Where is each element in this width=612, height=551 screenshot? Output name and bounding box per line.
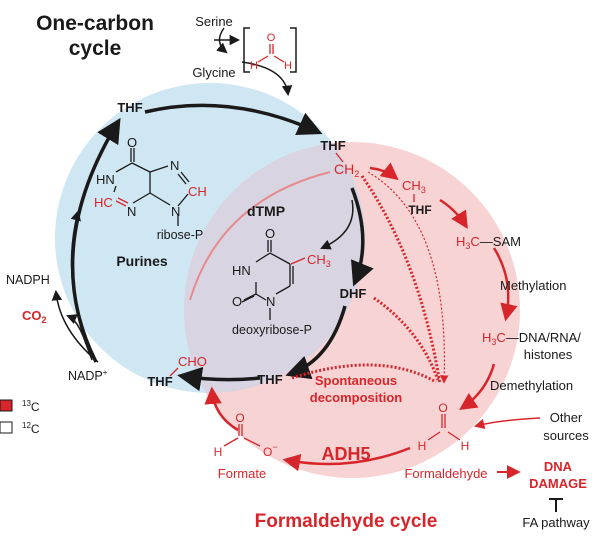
purine-n-top: N: [170, 158, 179, 173]
thf-top-right: THF: [320, 138, 345, 153]
spontaneous-label: Spontaneous: [315, 373, 397, 388]
arc-to-co2: [66, 314, 87, 345]
dtmp-methyl-bond: [290, 257, 306, 265]
dhf-label: DHF: [340, 286, 367, 301]
purine-hc: HC: [94, 195, 113, 210]
h3c-sam-label: H3C—SAM: [456, 234, 521, 251]
cycle-overlap-area: [184, 142, 365, 393]
nadp-label: NADP+: [68, 368, 108, 383]
dtmp-hn: HN: [232, 263, 251, 278]
arc-formaldehyde-to-formate: [282, 446, 411, 472]
purine-structure: [113, 148, 190, 226]
ch2-label: CH2: [334, 161, 359, 179]
arc-thf-cho-to-thf: [70, 117, 121, 363]
thf-bottom-left: THF: [147, 374, 172, 389]
purine-ribose-label: ribose-P: [157, 228, 204, 242]
arc-ch2-to-dtmp-red: [189, 171, 331, 301]
purines-label: Purines: [116, 253, 168, 269]
fa-pathway-label: FA pathway: [522, 515, 590, 530]
arc-ch3thf-to-sam: [439, 198, 468, 229]
adh5-label: ADH5: [321, 444, 370, 464]
thf-bottom-right: THF: [257, 372, 282, 387]
purine-hn: HN: [96, 172, 115, 187]
purine-red-bond: [117, 197, 129, 204]
thf-ch2-bond: [335, 152, 344, 163]
legend-c12-label: 12C: [22, 421, 40, 436]
formaldehyde-structure: [427, 414, 461, 441]
arc-serine-to-glycine: [216, 27, 228, 54]
svg-text:O: O: [267, 32, 276, 44]
arc-other-sources-to-formaldehyde: [473, 417, 541, 430]
ch3-thf-thf: THF: [408, 203, 431, 217]
formate-structure: [223, 424, 261, 447]
dtmp-o-bottom: O: [232, 294, 242, 309]
dtmp-o-top: O: [265, 226, 275, 241]
formaldehyde-h-left: H: [418, 439, 427, 453]
title-one-carbon-cycle-line1: One-carbon: [36, 12, 154, 35]
formate-label: Formate: [218, 466, 266, 481]
purine-o: O: [127, 135, 137, 150]
arc-thf-to-thf-top: [144, 103, 323, 136]
histones-label: histones: [524, 347, 573, 362]
dna-damage-label-2: DAMAGE: [529, 476, 587, 491]
arc-ch2-to-ch3thf: [369, 162, 399, 181]
dtmp-n: N: [266, 294, 275, 309]
co2-label: CO2: [22, 308, 47, 325]
arc-thf-bottom-to-thf-cho: [177, 366, 261, 392]
title-formaldehyde-cycle: Formaldehyde cycle: [255, 511, 438, 532]
ch3-thf-ch3: CH3: [402, 178, 426, 195]
dtmp-ch3: CH3: [307, 252, 331, 269]
purine-n-mid: N: [127, 204, 136, 219]
formaldehyde-h-right: H: [461, 439, 470, 453]
thf-cho-bond: [169, 367, 179, 377]
decomposition-label: decomposition: [310, 390, 403, 405]
legend-c12-swatch: [0, 421, 13, 434]
svg-text:H: H: [284, 60, 292, 72]
thf-top-left: THF: [117, 100, 142, 115]
bracketed-formaldehyde: O H H: [243, 27, 297, 73]
other-sources-label-1: Other: [550, 410, 583, 425]
dtmp-structure: [241, 240, 294, 320]
formate-o-top: O: [235, 411, 244, 425]
methylation-label: Methylation: [500, 278, 566, 293]
purine-n-right: N: [171, 204, 180, 219]
nadph-label: NADPH: [6, 273, 50, 287]
legend-c13-swatch: [0, 399, 13, 412]
dotted-dhf-to-formaldehyde: [373, 296, 440, 381]
arc-ch2-to-dhf: [350, 187, 374, 287]
svg-text:H: H: [250, 60, 258, 72]
formaldehyde-label: Formaldehyde: [404, 466, 487, 481]
dtmp-deoxyribose-label: deoxyribose-P: [232, 323, 312, 337]
purine-ch: CH: [188, 184, 207, 199]
legend-c13-label: 13C: [22, 399, 40, 414]
formate-h: H: [214, 445, 223, 459]
dotted-thf-to-formaldehyde: [291, 363, 437, 384]
arc-formate-to-thf-cho: [204, 386, 239, 432]
dtmp-label: dTMP: [247, 203, 285, 219]
demethylation-label: Demethylation: [490, 378, 573, 393]
arc-dhf-to-thf: [285, 305, 347, 380]
cho-label: CHO: [178, 354, 207, 369]
dna-damage-label-1: DNA: [544, 459, 573, 474]
formate-o-minus: O−: [263, 442, 278, 459]
serine-label: Serine: [195, 14, 233, 29]
other-sources-label-2: sources: [543, 428, 589, 443]
arc-glycine-to-thf: [241, 61, 293, 97]
formaldehyde-o: O: [438, 401, 447, 415]
arc-nadp-to-nadph: [51, 289, 99, 363]
title-one-carbon-cycle-line2: cycle: [69, 37, 122, 60]
h3c-dna-label: H3C—DNA/RNA/: [482, 330, 581, 347]
arc-dna-to-formaldehyde: [459, 363, 496, 410]
arc-ch2-to-dtmp: [320, 199, 354, 250]
dotted-ch2-to-formaldehyde: [360, 175, 442, 385]
glycine-label: Glycine: [192, 65, 235, 80]
purine-red-bond-2: [115, 200, 127, 207]
arc-sam-to-dna: [492, 247, 518, 322]
